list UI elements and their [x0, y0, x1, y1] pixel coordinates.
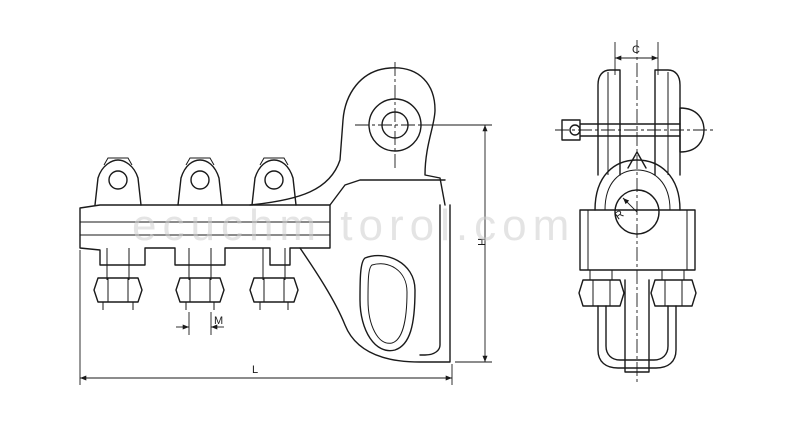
side-body-block — [579, 209, 696, 271]
dimension-c-label: C — [632, 44, 640, 56]
dimension-m: M — [176, 312, 224, 335]
side-lug-plates — [597, 69, 681, 176]
side-nut-right — [650, 270, 697, 307]
bolt-nut-3 — [249, 248, 299, 310]
keeper-2 — [177, 157, 223, 206]
front-view: M L H — [79, 62, 492, 385]
clamp-hook — [299, 204, 451, 363]
watermark: ecuchm torol.com — [132, 201, 575, 250]
clamp-body — [79, 204, 331, 266]
bolt-nut-1 — [93, 248, 143, 310]
bolt-nut-2 — [175, 248, 225, 310]
pin — [561, 119, 681, 141]
dimension-m-label: M — [214, 315, 223, 327]
dimension-l: L — [79, 250, 453, 385]
u-bolt — [597, 305, 677, 369]
keeper-3 — [251, 157, 297, 206]
dimension-h-label: H — [475, 238, 487, 246]
dimension-c: C — [614, 42, 659, 75]
saddle-arch — [594, 159, 681, 211]
dimension-l-label: L — [252, 364, 258, 376]
side-view: C R — [555, 40, 715, 382]
clamp-upper-arm — [249, 67, 446, 206]
dimension-h: H — [420, 124, 492, 363]
side-nut-left — [578, 270, 625, 307]
hook-slot — [359, 254, 416, 352]
keeper-1 — [94, 157, 142, 206]
